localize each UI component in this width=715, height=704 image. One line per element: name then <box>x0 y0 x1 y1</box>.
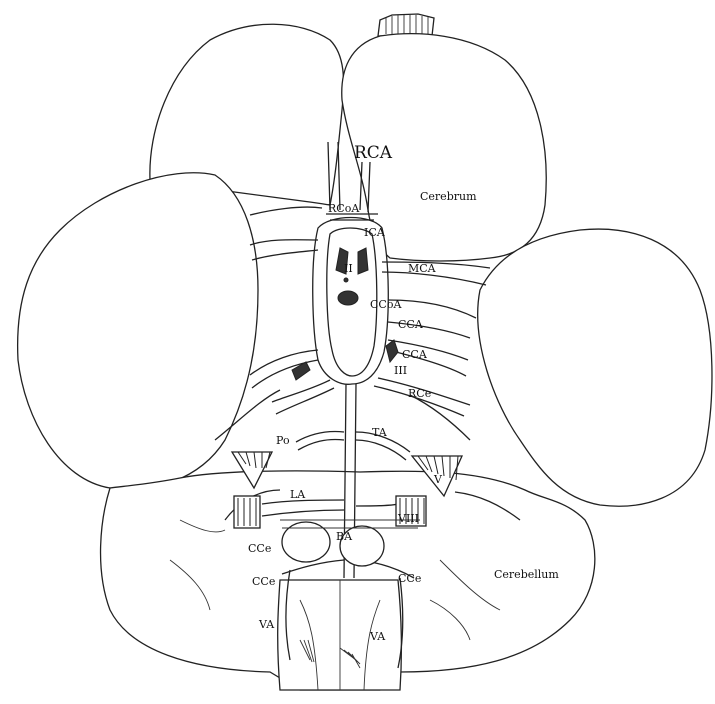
label-la: LA <box>290 488 306 501</box>
label-cce-upper: CCe <box>248 542 271 555</box>
right-outer-lobe <box>478 229 712 506</box>
label-ccoa: CCoA <box>370 298 402 311</box>
la-nerve-bundle <box>234 496 260 528</box>
label-po: Po <box>276 434 290 447</box>
label-iii: III <box>394 364 407 377</box>
label-va-left: VA <box>258 618 275 631</box>
label-mca: MCA <box>408 262 437 275</box>
left-nerve-stub <box>292 362 310 380</box>
label-rcoa: RCoA <box>328 202 360 215</box>
oculomotor-nerve-iii <box>386 340 398 362</box>
left-outer-lobe <box>18 173 258 490</box>
label-cce-lower: CCe <box>252 575 275 588</box>
label-ii: II <box>344 262 353 275</box>
label-cerebellum: Cerebellum <box>494 568 559 581</box>
olfactory-bulb <box>378 14 434 36</box>
label-ta: TA <box>372 426 388 439</box>
label-cce-right: CCe <box>398 572 421 585</box>
label-cca-upper: CCA <box>398 318 424 331</box>
label-cerebrum: Cerebrum <box>420 190 477 203</box>
label-ica: ICA <box>364 226 386 239</box>
label-cca-lower: CCA <box>402 348 428 361</box>
label-rca: RCA <box>354 143 393 163</box>
label-rce: RCe <box>408 387 431 400</box>
label-va-right: VA <box>369 630 386 643</box>
label-ba: BA <box>336 530 353 543</box>
label-v: V <box>433 473 443 486</box>
label-viii: VIII <box>397 512 419 525</box>
